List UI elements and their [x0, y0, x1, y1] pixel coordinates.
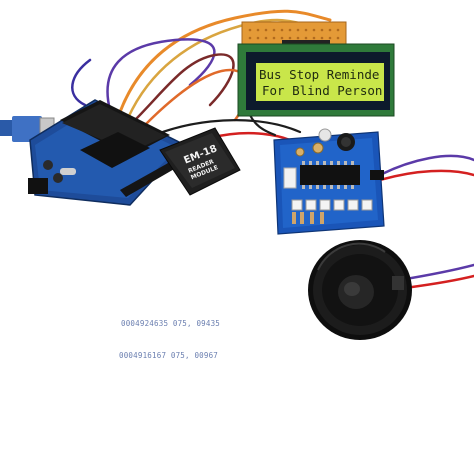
- em18-reader-module: EM-18 READER MODULE: [159, 127, 241, 196]
- arduino-board: ANALOG IN: [28, 99, 187, 206]
- speaker: [308, 240, 412, 340]
- lcd-line-1: Bus Stop Reminde: [259, 67, 379, 82]
- lcd-line-2: For Blind Person: [262, 83, 382, 98]
- rfid-tag-2-text: 0004916167 075, 00967: [119, 351, 219, 360]
- rfid-tag-1-text: 0004924635 075, 09435: [121, 319, 221, 328]
- rfid-tag-2: 0004916167 075, 00967: [119, 351, 218, 360]
- voice-module: [273, 128, 385, 235]
- lcd-screen: [256, 63, 384, 101]
- rfid-tag-1: 0004924635 075, 09435: [121, 319, 220, 328]
- lcd-module: Bus Stop Reminde For Blind Person: [237, 21, 395, 117]
